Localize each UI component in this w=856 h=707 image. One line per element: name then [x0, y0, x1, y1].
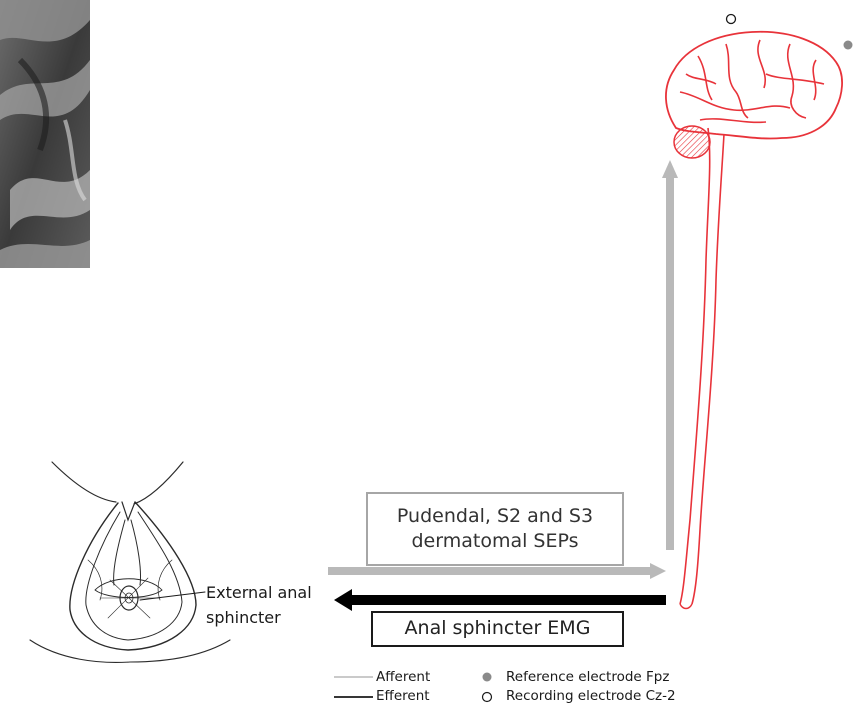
legend-afferent: Afferent [376, 669, 430, 685]
sep-label-line2: dermatomal SEPs [368, 529, 622, 554]
reference-legend-dot-icon [483, 673, 492, 682]
sep-label-line1: Pudendal, S2 and S3 [368, 504, 622, 529]
mri-image-fragment [0, 0, 90, 268]
efferent-pathway-arrow [334, 589, 666, 611]
emg-label-box: Anal sphincter EMG [371, 611, 624, 647]
legend-recording-electrode: Recording electrode Cz-2 [506, 688, 676, 704]
emg-label: Anal sphincter EMG [405, 617, 591, 639]
recording-legend-dot-icon [483, 693, 492, 702]
brain-spinal-cord-illustration [666, 32, 842, 609]
sphincter-label-line2: sphincter [206, 605, 312, 630]
legend-reference-electrode: Reference electrode Fpz [506, 669, 669, 685]
sep-label-box: Pudendal, S2 and S3 dermatomal SEPs [366, 492, 624, 566]
afferent-horizontal-arrow [328, 567, 652, 575]
recording-electrode-icon [727, 15, 736, 24]
legend-efferent: Efferent [376, 688, 430, 704]
sphincter-label: External anal sphincter [206, 580, 312, 630]
reference-electrode-icon [844, 41, 853, 50]
sphincter-label-line1: External anal [206, 580, 312, 605]
perineum-illustration [30, 462, 230, 662]
afferent-vertical-arrow [666, 176, 674, 550]
